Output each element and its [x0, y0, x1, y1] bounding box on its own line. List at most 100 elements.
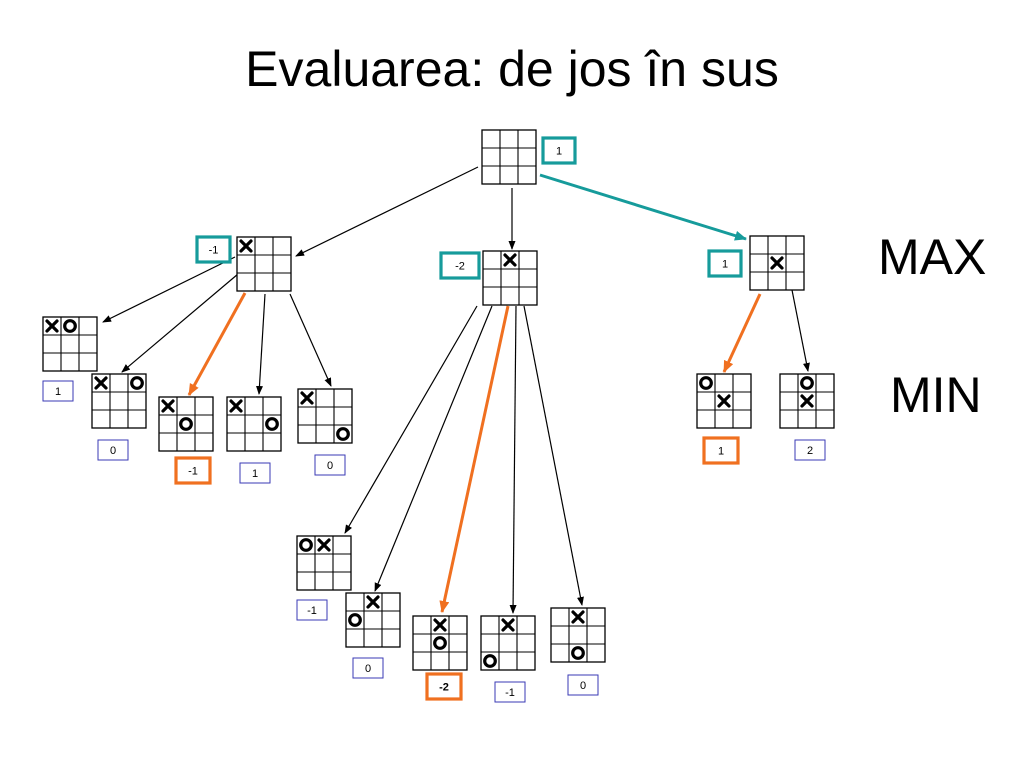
value-label-0: -1 [209, 245, 219, 257]
board-0-1 [91, 373, 147, 429]
value-label-1: -2 [455, 261, 465, 273]
node-0-4: 0 [297, 388, 353, 476]
value-box-0-3 [239, 462, 271, 484]
value-label-0-1: 0 [110, 445, 116, 457]
board-1-1 [345, 592, 401, 648]
x-mark-icon [317, 538, 331, 552]
edge-to-1-3 [509, 305, 517, 614]
value-label-2: 1 [722, 259, 728, 271]
board-1 [482, 250, 538, 306]
edge-to-0-3 [255, 293, 266, 395]
slide-title: Evaluarea: de jos în sus [245, 41, 779, 97]
x-mark-icon [800, 394, 814, 408]
board-1-3 [480, 615, 536, 671]
edge-to-0-2 [187, 292, 247, 396]
value-box-2-0 [702, 436, 740, 465]
o-mark-icon [179, 417, 193, 431]
node-0-3: 1 [226, 396, 282, 484]
value-box-1-1 [352, 657, 384, 679]
board-1-4 [550, 607, 606, 663]
value-label-1-3: -1 [505, 687, 515, 699]
o-mark-icon [130, 376, 144, 390]
value-box-1-3 [494, 681, 526, 703]
value-label-root: 1 [556, 146, 562, 158]
value-box-0-4 [314, 454, 346, 476]
board-0-3 [226, 396, 282, 452]
board-2-1 [779, 373, 835, 429]
node-0-1: 0 [91, 373, 147, 461]
value-label-1-1: 0 [365, 663, 371, 675]
edge-to-0-1 [121, 273, 239, 373]
node-1: -2 [439, 250, 538, 306]
edge-to-1-4 [523, 305, 584, 606]
edge-to-0-0 [102, 256, 236, 323]
node-2-1: 2 [779, 373, 835, 461]
value-label-0-2: -1 [188, 466, 198, 478]
node-1-2: -2 [412, 615, 468, 701]
x-mark-icon [366, 595, 380, 609]
x-mark-icon [433, 618, 447, 632]
x-mark-icon [501, 618, 515, 632]
value-label-0-4: 0 [327, 460, 333, 472]
node-root: 1 [481, 129, 577, 185]
o-mark-icon [336, 427, 350, 441]
board-0-2 [158, 396, 214, 452]
o-mark-icon [433, 636, 447, 650]
max-level-label: MAX [878, 229, 987, 285]
board-0 [236, 236, 292, 292]
value-label-0-0: 1 [55, 386, 61, 398]
value-box-0-1 [97, 439, 129, 461]
board-1-0 [296, 535, 352, 591]
edge-to-2-0 [722, 293, 762, 373]
edge-to-1-0 [344, 305, 478, 534]
board-0-0 [42, 316, 98, 372]
value-label-1-4: 0 [580, 680, 586, 692]
x-mark-icon [300, 391, 314, 405]
value-box-1-2 [425, 672, 463, 701]
value-box-1-0 [296, 599, 328, 621]
value-box-2-1 [794, 439, 826, 461]
min-level-label: MIN [890, 367, 982, 423]
board-0-4 [297, 388, 353, 444]
o-mark-icon [800, 376, 814, 390]
edge-to-2 [539, 173, 747, 241]
value-box-1 [439, 251, 481, 280]
edges-layer [102, 166, 810, 614]
edge-to-1-2 [439, 305, 510, 613]
board-root [481, 129, 537, 185]
x-mark-icon [45, 319, 59, 333]
node-2: 1 [707, 235, 805, 291]
value-box-0 [195, 235, 232, 264]
o-mark-icon [699, 376, 713, 390]
o-mark-icon [483, 654, 497, 668]
x-mark-icon [770, 256, 784, 270]
edge-to-0 [295, 166, 479, 257]
node-1-4: 0 [550, 607, 606, 696]
value-box-2 [707, 249, 743, 278]
value-label-1-0: -1 [307, 605, 317, 617]
x-mark-icon [94, 376, 108, 390]
o-mark-icon [265, 417, 279, 431]
value-box-0-0 [42, 380, 74, 402]
edge-to-0-4 [289, 293, 332, 387]
o-mark-icon [299, 538, 313, 552]
value-label-2-1: 2 [807, 445, 813, 457]
node-0-2: -1 [158, 396, 214, 485]
x-mark-icon [229, 399, 243, 413]
x-mark-icon [717, 394, 731, 408]
x-mark-icon [239, 239, 253, 253]
x-mark-icon [503, 253, 517, 267]
value-box-1-4 [567, 674, 599, 696]
node-0: -1 [195, 235, 292, 292]
x-mark-icon [571, 610, 585, 624]
o-mark-icon [348, 613, 362, 627]
value-box-0-2 [174, 456, 212, 485]
node-1-3: -1 [480, 615, 536, 703]
board-1-2 [412, 615, 468, 671]
edge-to-1-1 [374, 305, 493, 592]
value-box-root [541, 136, 577, 165]
node-1-0: -1 [296, 535, 352, 621]
o-mark-icon [571, 646, 585, 660]
